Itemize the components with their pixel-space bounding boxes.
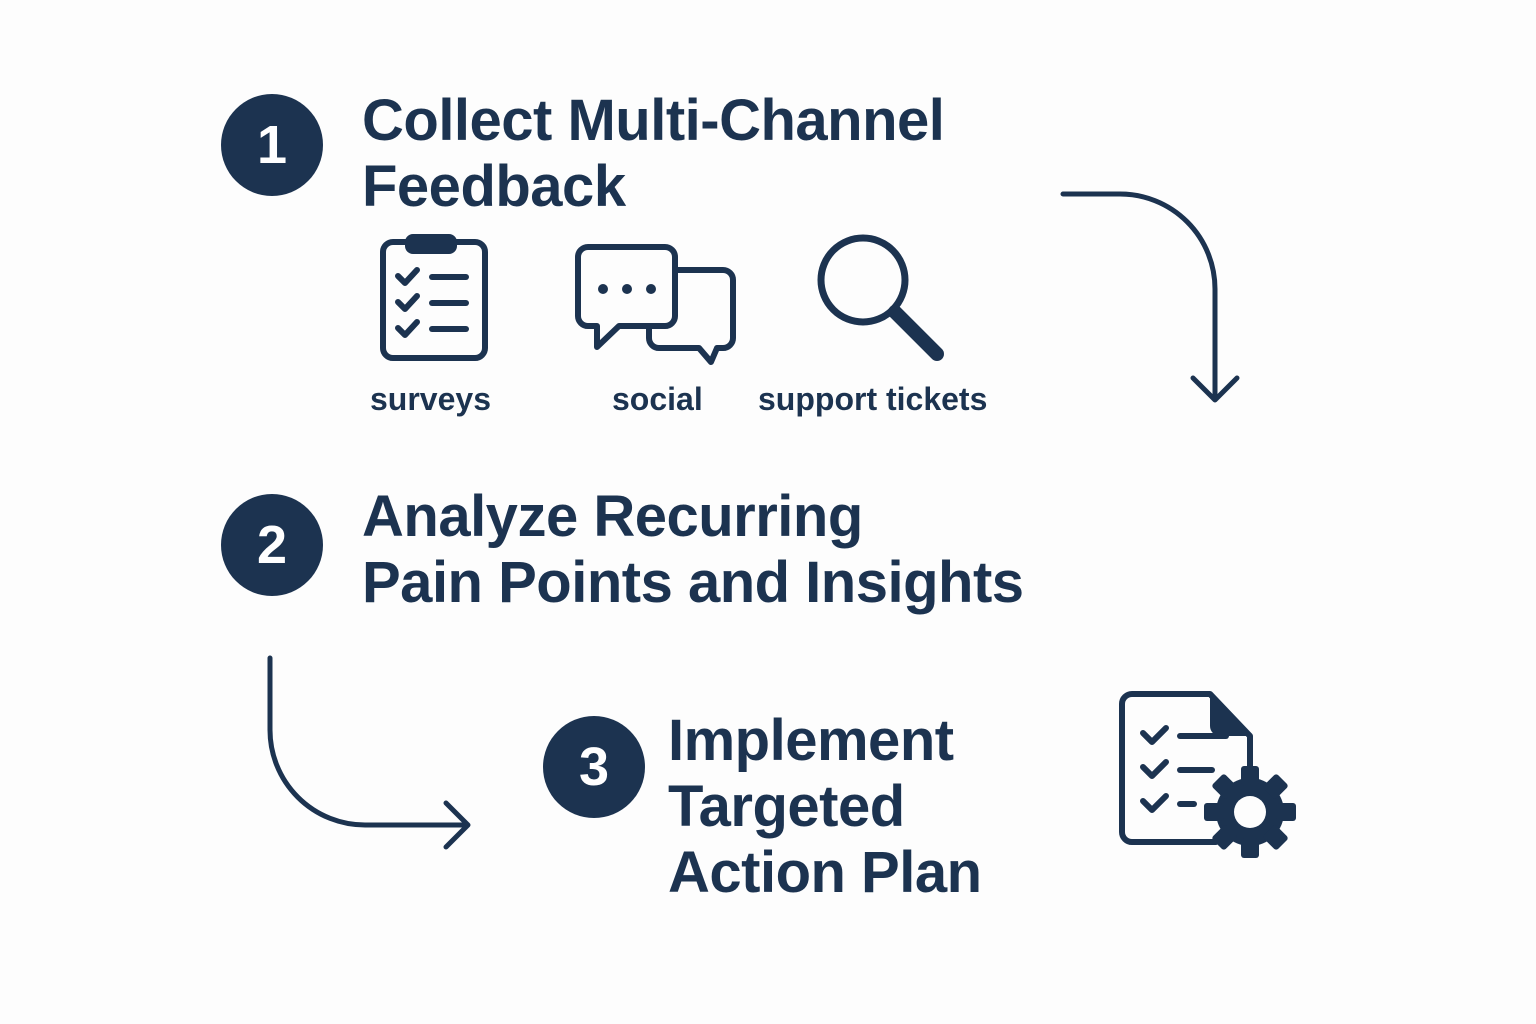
chat-bubbles-icon — [575, 244, 736, 365]
step-3-title: Implement Targeted Action Plan — [668, 708, 982, 906]
step-3-number-badge: 3 — [543, 716, 645, 818]
step-3-number: 3 — [578, 737, 610, 797]
step-3-title-line-1: Implement — [668, 708, 954, 773]
magnifying-glass-icon — [817, 234, 944, 361]
step-2-title-line-1: Analyze Recurring — [362, 484, 863, 549]
step-1-title-line-2: Feedback — [362, 154, 626, 219]
flow-arrow-2-to-3 — [267, 655, 471, 850]
document-settings-icon — [1119, 691, 1296, 858]
clipboard-checklist-icon — [380, 234, 488, 361]
step-1-number: 1 — [256, 115, 288, 175]
step-1-number-badge: 1 — [221, 94, 323, 196]
step-2-title: Analyze Recurring Pain Points and Insigh… — [362, 484, 1024, 616]
step-2-number: 2 — [256, 515, 288, 575]
channel-label-support-tickets: support tickets — [758, 381, 988, 417]
flow-arrow-1-to-2 — [1060, 191, 1240, 403]
step-1-title-line-1: Collect Multi-Channel — [362, 88, 945, 153]
channel-label-surveys: surveys — [370, 381, 491, 417]
step-2-number-badge: 2 — [221, 494, 323, 596]
step-3-title-line-2: Targeted — [668, 774, 905, 839]
channel-label-social: social — [612, 381, 703, 417]
step-3-title-line-3: Action Plan — [668, 840, 982, 905]
step-2-title-line-2: Pain Points and Insights — [362, 550, 1024, 615]
step-1-title: Collect Multi-Channel Feedback — [362, 88, 945, 220]
